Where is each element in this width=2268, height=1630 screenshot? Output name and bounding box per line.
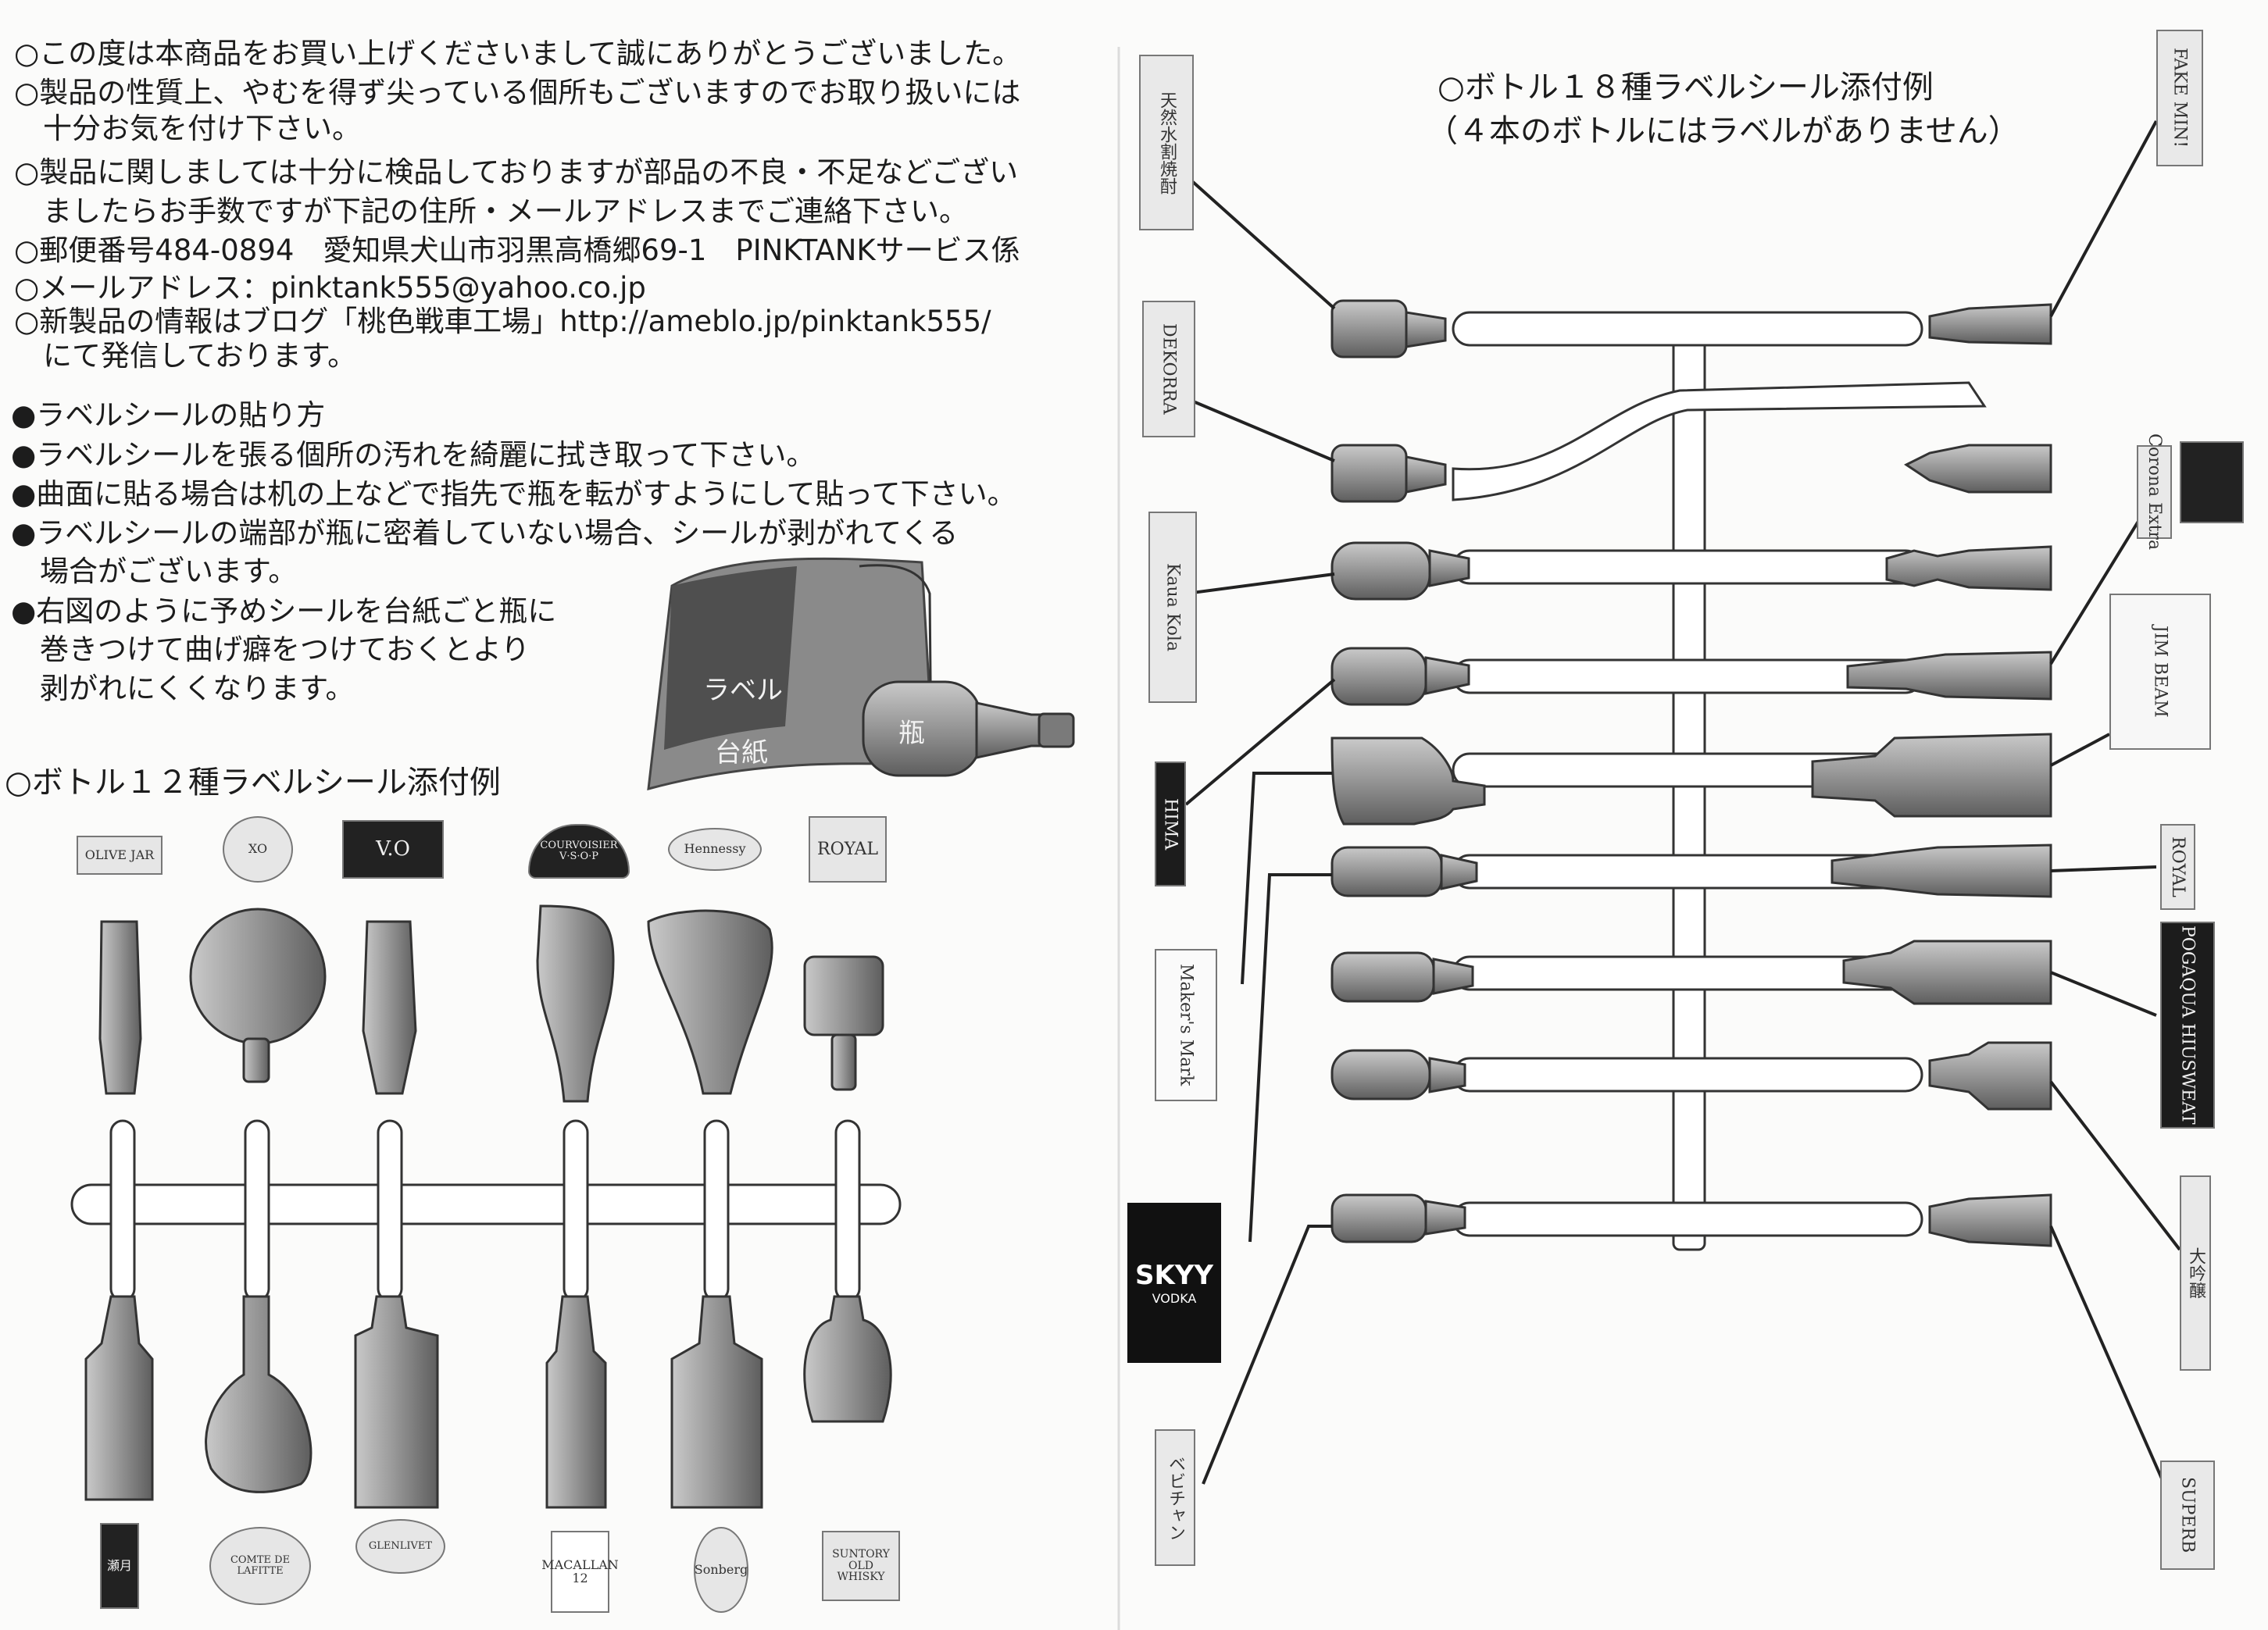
left-section-heading: ○ボトル１２種ラベルシール添付例 bbox=[5, 765, 501, 801]
left-sprue-stems bbox=[109, 1119, 861, 1302]
label-sticker: Sonberg bbox=[694, 1527, 748, 1613]
label-sticker: MACALLAN 12 bbox=[541, 1531, 619, 1613]
label-sticker: Corona Extra bbox=[2137, 433, 2172, 551]
intro-line: ○メールアドレス：pinktank555@yahoo.co.jp bbox=[14, 271, 646, 305]
intro-line: ○この度は本商品をお買い上げくださいまして誠にありがとうございました。 bbox=[14, 37, 1022, 70]
howto-line: ●曲面に貼る場合は机の上などで指先で瓶を転がすようにして貼って下さい。 bbox=[11, 477, 1016, 511]
leader-lines bbox=[1184, 120, 2181, 1485]
label-sticker: COMTE DE LAFITTE bbox=[209, 1527, 311, 1605]
label-wrap-diagram: ラベル 台紙 瓶 bbox=[647, 557, 1075, 791]
right-right-bottles bbox=[1811, 303, 2052, 1247]
intro-line: 十分お気を付け下さい。 bbox=[14, 112, 361, 145]
howto-line: ●ラベルシールの端部が瓶に密着していない場合、シールが剥がれてくる bbox=[11, 516, 959, 550]
skyy-sub: VODKA bbox=[1152, 1291, 1197, 1306]
left-sprue-frame bbox=[70, 1183, 902, 1225]
label-sticker: FAKE MIN! bbox=[2156, 30, 2203, 166]
label-sticker: HIMA bbox=[1155, 761, 1186, 886]
label-sticker: XO bbox=[223, 816, 293, 883]
label-sticker: Hennessy bbox=[668, 828, 762, 871]
label-sticker: ROYAL bbox=[2160, 824, 2195, 910]
label-sticker: 瀬月 bbox=[100, 1523, 139, 1609]
skyy-title: SKYY bbox=[1134, 1260, 1214, 1291]
label-sticker: POGAQUA HIUSWEAT bbox=[2160, 922, 2215, 1129]
intro-line: ○製品の性質上、やむを得ず尖っている個所もございますのでお取り扱いには bbox=[14, 76, 1021, 109]
label-sticker: 大吟醸 bbox=[2180, 1175, 2211, 1371]
right-left-bottles bbox=[1330, 299, 1486, 1243]
diagram-backing-word: 台紙 bbox=[715, 737, 768, 769]
label-sticker: 天然水割焼酎 bbox=[1139, 55, 1194, 230]
right-section-subheading: （４本のボトルにはラベルがありません） bbox=[1427, 113, 2020, 149]
right-section-heading: ○ボトル１８種ラベルシール添付例 bbox=[1438, 70, 1934, 105]
intro-line: にて発信しております。 bbox=[14, 339, 357, 373]
diagram-bottle-word: 瓶 bbox=[898, 718, 925, 749]
label-sticker: V.O bbox=[342, 820, 444, 879]
label-sticker: JIM BEAM bbox=[2109, 594, 2211, 750]
label-sticker: OLIVE JAR bbox=[77, 836, 163, 875]
label-sticker: Kaua Kola bbox=[1148, 512, 1197, 703]
howto-line: 巻きつけて曲げ癖をつけておくとより bbox=[11, 633, 530, 666]
right-sprue bbox=[1452, 311, 1987, 1251]
intro-line: ○新製品の情報はブログ「桃色戦車工場」http://ameblo.jp/pink… bbox=[14, 305, 991, 338]
intro-line: ○郵便番号484-0894 愛知県犬山市羽黒高橋郷69-1 PINKTANKサー… bbox=[14, 234, 1020, 267]
intro-line: ○製品に関しましては十分に検品しておりますが部品の不良・不足などござい bbox=[14, 155, 1019, 189]
label-sticker: Maker's Mark bbox=[1155, 949, 1217, 1101]
label-sticker: SUPERB bbox=[2160, 1461, 2215, 1570]
diagram-label-word: ラベル bbox=[703, 675, 783, 706]
left-bottom-bottles bbox=[84, 1295, 892, 1509]
label-sticker: GLENLIVET bbox=[355, 1519, 445, 1574]
howto-line: ●ラベルシールを張る個所の汚れを綺麗に拭き取って下さい。 bbox=[11, 438, 816, 472]
intro-line: ましたらお手数ですが下記の住所・メールアドレスまでご連絡下さい。 bbox=[14, 194, 968, 228]
label-sticker bbox=[2180, 441, 2244, 523]
label-sticker: DEKORRA bbox=[1142, 301, 1195, 437]
howto-line: ●右図のように予めシールを台紙ごと瓶に bbox=[11, 594, 557, 628]
left-top-bottles bbox=[98, 904, 884, 1103]
howto-line: 剥がれにくくなります。 bbox=[11, 672, 355, 705]
label-sticker: ベビチャン bbox=[1155, 1429, 1195, 1566]
howto-line: 場合がございます。 bbox=[11, 555, 298, 588]
label-sticker: ROYAL bbox=[809, 816, 887, 883]
howto-line: ●ラベルシールの貼り方 bbox=[11, 398, 326, 432]
skyy-label-sticker: SKYY VODKA bbox=[1127, 1203, 1221, 1363]
label-sticker: SUNTORY OLD WHISKY bbox=[822, 1531, 900, 1601]
